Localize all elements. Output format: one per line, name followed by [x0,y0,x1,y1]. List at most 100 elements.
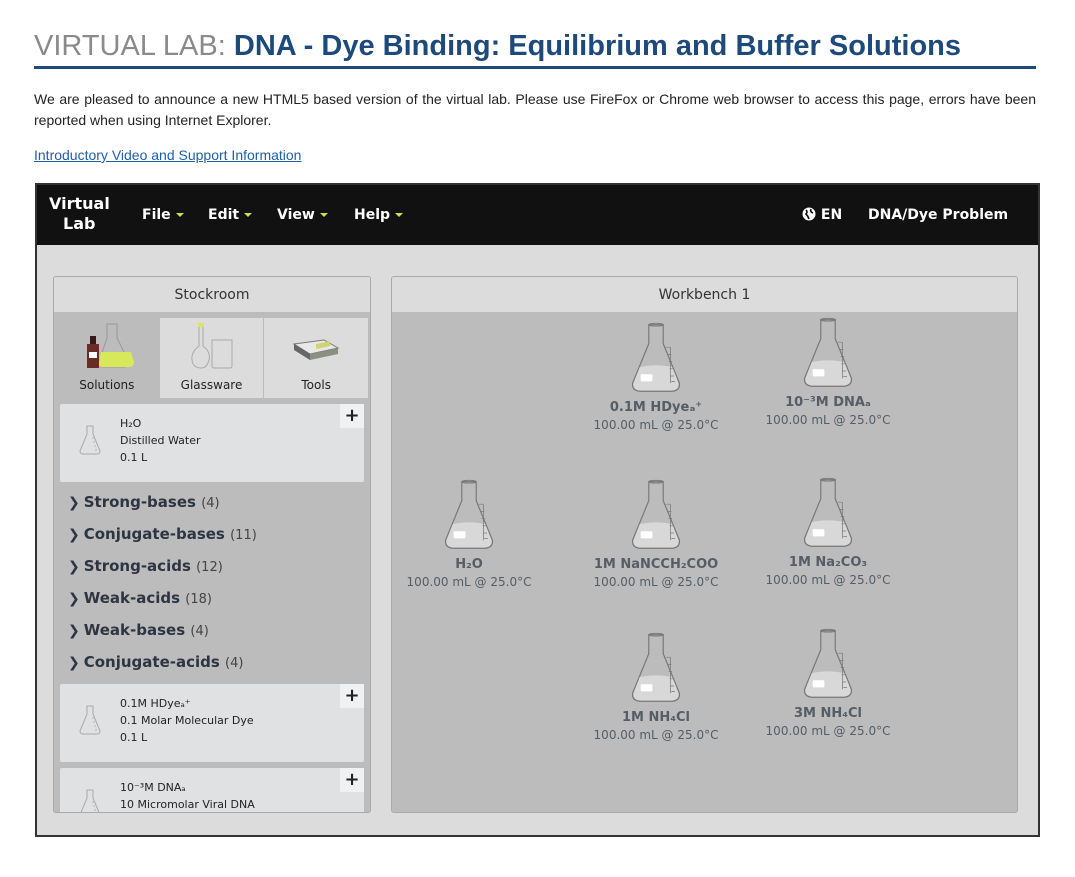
language-label: EN [820,207,843,223]
flask-name: H₂O [455,557,483,572]
tab-glassware[interactable]: Glassware [160,318,265,398]
caret-down-icon [395,213,404,217]
category-strong-acids[interactable]: ❯Strong-acids (12) [54,550,370,582]
tab-label: Glassware [180,378,243,392]
category-count: (4) [201,496,220,511]
workbench-flask[interactable]: 1M Na₂CO₃ 100.00 mL @ 25.0°C [738,475,918,587]
workbench-flask[interactable]: 1M NaNCCH₂COO 100.00 mL @ 25.0°C [566,477,746,589]
category-count: (18) [185,592,212,607]
language-selector[interactable]: EN [802,207,842,223]
chevron-right-icon: ❯ [68,559,80,575]
stockroom-title: Stockroom [54,277,370,313]
category-strong-bases[interactable]: ❯Strong-bases (4) [54,486,370,518]
globe-icon [802,207,816,221]
title-prefix: VIRTUAL LAB: [34,30,226,62]
flask-info: 100.00 mL @ 25.0°C [593,728,719,742]
add-button[interactable]: + [340,684,364,708]
erlenmeyer-flask-icon [442,477,496,553]
add-button[interactable]: + [340,768,364,792]
erlenmeyer-flask-icon [629,477,683,553]
flask-info: 100.00 mL @ 25.0°C [593,418,719,432]
category-label: Weak-bases [83,621,186,639]
menu-label: File [142,207,171,223]
category-label: Strong-acids [83,557,191,575]
flask-icon [78,788,102,813]
flask-name: 3M NH₄Cl [794,706,862,721]
chevron-right-icon: ❯ [68,495,80,511]
category-label: Conjugate-bases [83,525,225,543]
chevron-right-icon: ❯ [68,623,80,639]
menu-label: Edit [208,207,240,223]
flask-icon [78,704,102,736]
flask-name: 1M Na₂CO₃ [788,555,868,570]
category-count: (12) [196,560,223,575]
tab-label: Solutions [79,378,135,392]
scale-icon [292,339,340,360]
menu-label: Help [354,207,391,223]
menu-edit[interactable]: Edit [208,207,253,223]
workbench-flask[interactable]: 10⁻³M DNAₐ 100.00 mL @ 25.0°C [738,315,918,427]
item-volume: 0.1 L [120,451,148,464]
tab-solutions[interactable]: Solutions [55,318,160,398]
add-button[interactable]: + [340,404,364,428]
workbench-title: Workbench 1 [392,277,1017,313]
erlenmeyer-flask-icon [801,315,855,391]
caret-down-icon [319,213,328,217]
menu-view[interactable]: View [277,207,328,223]
flask-info: 100.00 mL @ 25.0°C [765,413,891,427]
erlenmeyer-flask-icon [629,630,683,706]
category-label: Conjugate-acids [83,653,220,671]
logo-line1: Virtual [49,194,110,213]
flask-info: 100.00 mL @ 25.0°C [593,575,719,589]
menu-help[interactable]: Help [354,207,404,223]
item-formula: 10⁻³M DNAₐ [120,781,186,794]
item-formula: 0.1M HDyeₐ⁺ [120,697,191,710]
category-conjugate-acids[interactable]: ❯Conjugate-acids (4) [54,646,370,678]
workbench-flask[interactable]: 3M NH₄Cl 100.00 mL @ 25.0°C [738,626,918,738]
flask-name: 10⁻³M DNAₐ [785,395,871,410]
chevron-right-icon: ❯ [68,591,80,607]
flask-name: 1M NH₄Cl [622,710,690,725]
tab-tools[interactable]: Tools [264,318,370,398]
stock-item[interactable]: 10⁻³M DNAₐ 10 Micromolar Viral DNA + [60,768,364,813]
item-description: 10 Micromolar Viral DNA [120,798,255,811]
title-main: DNA - Dye Binding: Equilibrium and Buffe… [233,30,961,62]
solutions-icon [86,323,134,368]
flask-info: 100.00 mL @ 25.0°C [765,573,891,587]
caret-down-icon [244,213,253,217]
category-weak-acids[interactable]: ❯Weak-acids (18) [54,582,370,614]
support-link[interactable]: Introductory Video and Support Informati… [34,147,302,163]
menu-file[interactable]: File [142,207,184,223]
item-formula: H₂O [120,417,142,430]
workbench-flask[interactable]: 0.1M HDyeₐ⁺ 100.00 mL @ 25.0°C [566,320,746,432]
workbench-panel: Workbench 1 0.1M HDyeₐ⁺ 100.00 mL @ 25.0°… [391,276,1018,813]
page-title: VIRTUAL LAB: DNA - Dye Binding: Equilibr… [34,30,1036,69]
category-conjugate-bases[interactable]: ❯Conjugate-bases (11) [54,518,370,550]
category-count: (4) [225,656,244,671]
category-weak-bases[interactable]: ❯Weak-bases (4) [54,614,370,646]
flask-info: 100.00 mL @ 25.0°C [765,724,891,738]
category-label: Strong-bases [83,493,196,511]
intro-text: We are pleased to announce a new HTML5 b… [34,91,1036,128]
flask-name: 0.1M HDyeₐ⁺ [609,400,703,415]
category-count: (11) [230,528,257,543]
flask-name: 1M NaNCCH₂COO [593,557,719,572]
category-count: (4) [190,624,209,639]
erlenmeyer-flask-icon [629,320,683,396]
glassware-icon [190,323,232,369]
logo-line2: Lab [63,214,96,233]
tab-label: Tools [301,378,331,392]
erlenmeyer-flask-icon [801,475,855,551]
problem-title[interactable]: DNA/Dye Problem [868,207,1009,223]
flask-icon [78,424,102,456]
item-description: 0.1 Molar Molecular Dye [120,714,254,727]
workbench-flask[interactable]: 1M NH₄Cl 100.00 mL @ 25.0°C [566,630,746,742]
erlenmeyer-flask-icon [801,626,855,702]
